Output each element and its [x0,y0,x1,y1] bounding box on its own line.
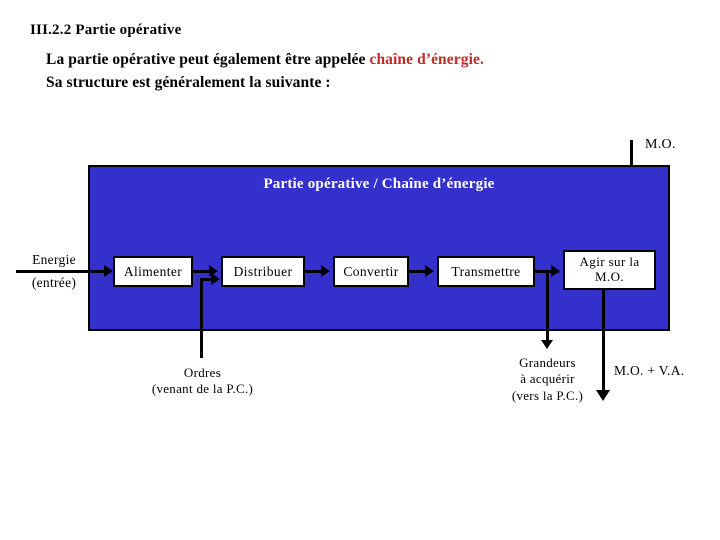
arrow-convertir-transmettre-head [425,265,434,277]
mo-va-arrow-head [596,390,610,401]
function-box-convertir-label: Convertir [343,263,399,279]
label-energie-entree: (entrée) [31,275,77,290]
label-energie: Energie [32,252,76,267]
paragraph-line-2: Sa structure est généralement la suivant… [46,74,331,91]
function-box-alimenter-label: Alimenter [123,263,183,279]
accent-term-chaine-energie: chaîne d’énergie [369,51,480,68]
function-box-convertir[interactable]: Convertir [333,256,409,287]
label-grandeurs-line-3: (vers la P.C.) [511,387,584,403]
label-ordres-line-2: (venant de la P.C.) [151,381,254,397]
label-mo-plus-va: M.O. + V.A. [614,363,685,378]
partie-operative-panel [88,165,670,331]
label-mo-top: M.O. [645,137,676,152]
paragraph-line-1: La partie opérative peut également être … [46,51,484,69]
function-box-distribuer[interactable]: Distribuer [221,256,305,287]
label-ordres-line-1: Ordres [183,365,222,380]
arrow-distribuer-convertir-head [321,265,330,277]
arrow-distribuer-convertir-shaft [305,270,325,273]
arrow-alimenter-distribuer-shaft [193,270,213,273]
label-grandeurs-line-1: Grandeurs [519,355,576,370]
ordres-line-vertical [200,278,203,358]
function-box-agir-sur-la-mo[interactable]: Agir sur la M.O. [563,250,656,290]
grandeurs-arrow-shaft [546,270,549,343]
paragraph-line-1-prefix: La partie opérative peut également être … [46,51,370,68]
grandeurs-arrow-head [541,340,553,349]
ordres-line-horizontal [200,278,217,281]
energie-arrow-shaft [16,270,109,273]
function-box-alimenter[interactable]: Alimenter [113,256,193,287]
section-heading: III.2.2 Partie opérative [30,22,182,38]
arrow-convertir-transmettre-shaft [409,270,429,273]
paragraph-line-1-suffix: . [479,51,484,68]
label-ordres: Ordres (venant de la P.C.) [120,365,285,398]
function-box-agir-label-line-1: Agir sur la [579,254,640,270]
ordres-arrow-head [211,273,220,285]
function-box-transmettre-label: Transmettre [451,263,521,279]
arrow-alimenter-distribuer-head [209,265,218,277]
label-grandeurs-line-2: à acquérir [520,371,575,387]
panel-title: Partie opérative / Chaîne d’énergie [263,176,495,192]
label-grandeurs-a-acquerir: Grandeurs à acquérir (vers la P.C.) [485,355,610,404]
arrow-transmettre-agir-head [551,265,560,277]
energie-arrow-head [104,265,113,277]
function-box-agir-label-line-2: M.O. [594,269,625,284]
function-box-distribuer-label: Distribuer [233,263,293,279]
function-box-transmettre[interactable]: Transmettre [437,256,535,287]
mo-va-arrow-shaft [602,290,605,395]
